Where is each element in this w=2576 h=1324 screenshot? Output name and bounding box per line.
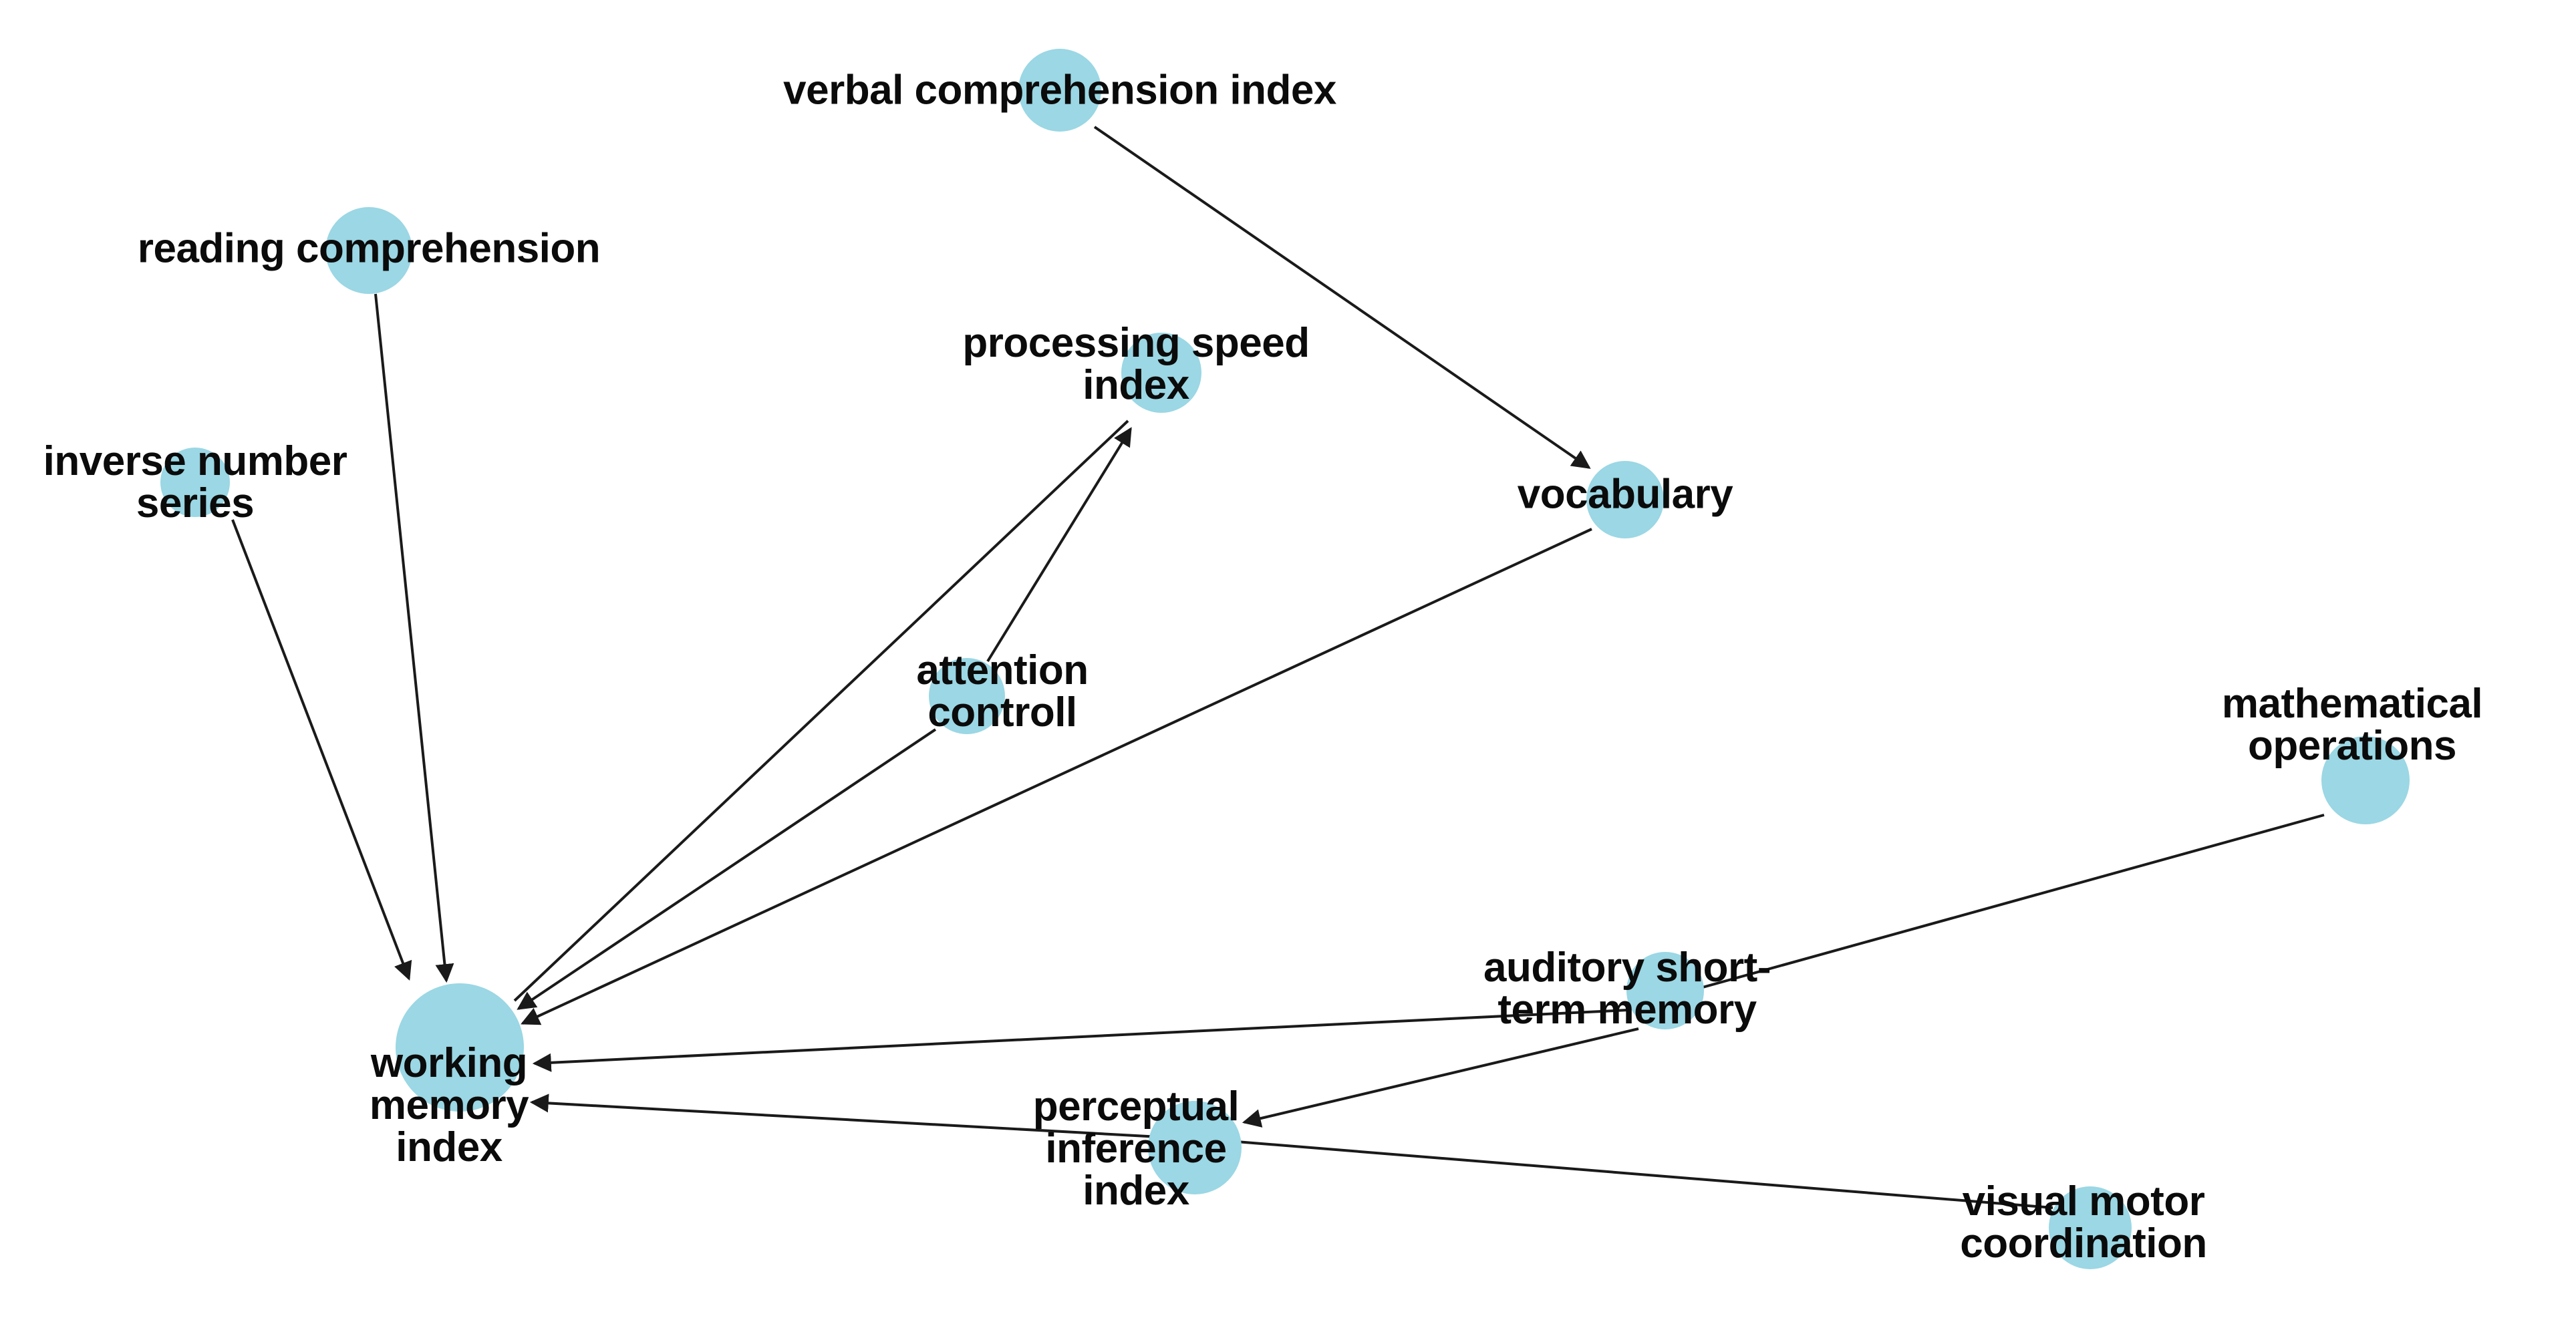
edge-vmc_to_pii: [1228, 1140, 2053, 1209]
edge-astm_to_wmi: [532, 1009, 1628, 1072]
edge-vci_to_vocab: [1093, 126, 1591, 469]
edge-pii_to_wmi: [529, 1094, 1160, 1138]
node-vocabulary[interactable]: [1586, 461, 1664, 538]
edge-math_to_astm: [1702, 814, 2325, 989]
edge-rc_to_wmi: [374, 293, 454, 983]
edge-ins_to_wmi: [231, 519, 412, 981]
edge-wmi_to_psi: [513, 420, 1129, 1002]
node-verbal_comprehension_index[interactable]: [1018, 49, 1101, 132]
node-inverse_number_series[interactable]: [160, 448, 230, 517]
node-working_memory_index[interactable]: [396, 983, 524, 1112]
edge-ac_to_wmi: [517, 728, 937, 1010]
edge-vocab_to_wmi: [521, 528, 1592, 1025]
node-visual_motor_coordination[interactable]: [2049, 1186, 2132, 1269]
nodes-group: [160, 49, 2410, 1269]
node-perceptual_inference_index[interactable]: [1148, 1101, 1242, 1194]
edges-group: [231, 126, 2325, 1209]
node-processing_speed_index[interactable]: [1121, 333, 1201, 413]
node-attention_controll[interactable]: [929, 658, 1005, 734]
node-mathematical_operations[interactable]: [2321, 736, 2410, 824]
node-auditory_short_term_memory[interactable]: [1626, 952, 1704, 1029]
node-reading_comprehension[interactable]: [325, 207, 412, 294]
edge-astm_to_pii: [1242, 1027, 1639, 1128]
edge-ac_to_psi: [986, 427, 1132, 663]
